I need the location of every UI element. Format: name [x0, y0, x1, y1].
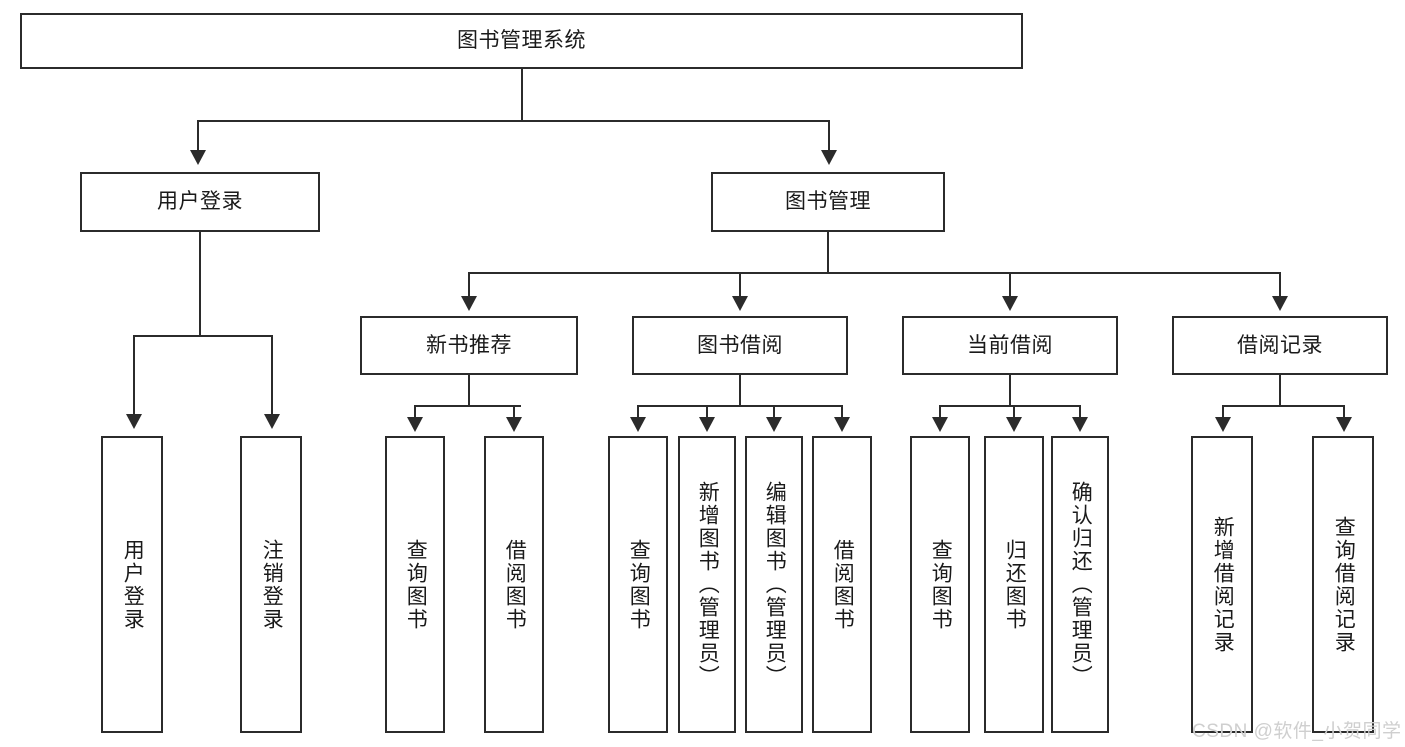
arrow-current-to-query: [932, 417, 948, 432]
arrow-borrow-to-add: [699, 417, 715, 432]
connector-book-mgmt-to-newbook: [468, 272, 470, 296]
node-book-borrow[interactable]: 图书借阅: [632, 316, 848, 375]
node-label: 新增图书（管理员）: [696, 481, 720, 688]
connector-borrow-to-add: [706, 405, 708, 417]
arrow-borrow-to-lend: [834, 417, 850, 432]
arrow-to-newbook: [461, 296, 477, 311]
node-label: 查询图书: [404, 538, 428, 631]
connector-user-login-to-login: [133, 335, 135, 414]
arrow-records-to-add: [1215, 417, 1231, 432]
node-label: 确认归还（管理员）: [1069, 481, 1093, 688]
arrow-current-to-return: [1006, 417, 1022, 432]
leaf-borrow-book-newbook[interactable]: 借阅图书: [484, 436, 544, 733]
connector-book-mgmt-stem: [827, 232, 829, 272]
connector-records-to-add: [1222, 405, 1224, 417]
leaf-return-book[interactable]: 归还图书: [984, 436, 1044, 733]
node-label: 当前借阅: [967, 333, 1053, 357]
node-book-management[interactable]: 图书管理: [711, 172, 945, 232]
leaf-query-book-newbook[interactable]: 查询图书: [385, 436, 445, 733]
arrow-borrow-to-edit: [766, 417, 782, 432]
connector-user-login-stem: [199, 232, 201, 335]
arrow-root-to-book-mgmt: [821, 150, 837, 165]
connector-borrow-stem: [739, 375, 741, 405]
node-label: 注销登录: [260, 538, 284, 631]
connector-newbook-stem: [468, 375, 470, 405]
node-label: 查询图书: [929, 538, 953, 631]
node-root-system[interactable]: 图书管理系统: [20, 13, 1023, 69]
connector-user-login-bus: [133, 335, 273, 337]
node-label: 新增借阅记录: [1211, 515, 1235, 654]
leaf-user-login[interactable]: 用户登录: [101, 436, 163, 733]
arrow-to-leaf-user-login: [126, 414, 142, 429]
leaf-query-book-current[interactable]: 查询图书: [910, 436, 970, 733]
connector-borrow-to-lend: [841, 405, 843, 417]
leaf-query-borrow-record[interactable]: 查询借阅记录: [1312, 436, 1374, 733]
node-label: 图书管理系统: [457, 29, 586, 53]
arrow-to-leaf-logout: [264, 414, 280, 429]
node-label: 借阅记录: [1237, 333, 1323, 357]
arrow-records-to-query: [1336, 417, 1352, 432]
arrow-to-records: [1272, 296, 1288, 311]
node-label: 图书管理: [785, 190, 871, 214]
connector-current-stem: [1009, 375, 1011, 405]
leaf-logout[interactable]: 注销登录: [240, 436, 302, 733]
node-label: 查询图书: [627, 538, 651, 631]
connector-records-bus: [1222, 405, 1344, 407]
node-label: 用户登录: [157, 190, 243, 214]
connector-borrow-to-query: [637, 405, 639, 417]
connector-root-bus: [197, 120, 829, 122]
node-new-book-recommend[interactable]: 新书推荐: [360, 316, 578, 375]
connector-newbook-bus: [414, 405, 521, 407]
connector-newbook-to-query: [414, 405, 416, 417]
connector-book-mgmt-to-borrow: [739, 272, 741, 296]
leaf-add-borrow-record[interactable]: 新增借阅记录: [1191, 436, 1253, 733]
connector-current-to-query: [939, 405, 941, 417]
arrow-to-borrow: [732, 296, 748, 311]
leaf-confirm-return-admin[interactable]: 确认归还（管理员）: [1051, 436, 1109, 733]
connector-current-to-confirm: [1079, 405, 1081, 417]
node-current-borrow[interactable]: 当前借阅: [902, 316, 1118, 375]
connector-borrow-bus: [637, 405, 842, 407]
connector-user-login-to-logout: [271, 335, 273, 414]
node-label: 用户登录: [121, 538, 145, 631]
connector-records-stem: [1279, 375, 1281, 405]
node-borrow-records[interactable]: 借阅记录: [1172, 316, 1388, 375]
connector-root-to-book-mgmt: [828, 120, 830, 150]
node-label: 新书推荐: [426, 333, 512, 357]
node-user-login[interactable]: 用户登录: [80, 172, 320, 232]
leaf-query-book-borrow[interactable]: 查询图书: [608, 436, 668, 733]
node-label: 编辑图书（管理员）: [763, 481, 787, 688]
connector-current-to-return: [1013, 405, 1015, 417]
connector-book-mgmt-bus: [468, 272, 1281, 274]
node-label: 归还图书: [1003, 538, 1027, 631]
leaf-edit-book-admin[interactable]: 编辑图书（管理员）: [745, 436, 803, 733]
connector-book-mgmt-to-current: [1009, 272, 1011, 296]
arrow-borrow-to-query: [630, 417, 646, 432]
node-label: 借阅图书: [831, 538, 855, 631]
arrow-to-current: [1002, 296, 1018, 311]
connector-records-to-query: [1343, 405, 1345, 417]
node-label: 借阅图书: [503, 538, 527, 631]
connector-book-mgmt-to-records: [1279, 272, 1281, 296]
node-label: 图书借阅: [697, 333, 783, 357]
arrow-root-to-user-login: [190, 150, 206, 165]
connector-newbook-to-borrow: [513, 405, 515, 417]
connector-root-stem: [521, 69, 523, 120]
arrow-current-to-confirm: [1072, 417, 1088, 432]
leaf-borrow-book[interactable]: 借阅图书: [812, 436, 872, 733]
arrow-newbook-to-borrow: [506, 417, 522, 432]
connector-borrow-to-edit: [773, 405, 775, 417]
node-label: 查询借阅记录: [1332, 515, 1356, 654]
connector-root-to-user-login: [197, 120, 199, 150]
arrow-newbook-to-query: [407, 417, 423, 432]
connector-current-bus: [939, 405, 1081, 407]
leaf-add-book-admin[interactable]: 新增图书（管理员）: [678, 436, 736, 733]
